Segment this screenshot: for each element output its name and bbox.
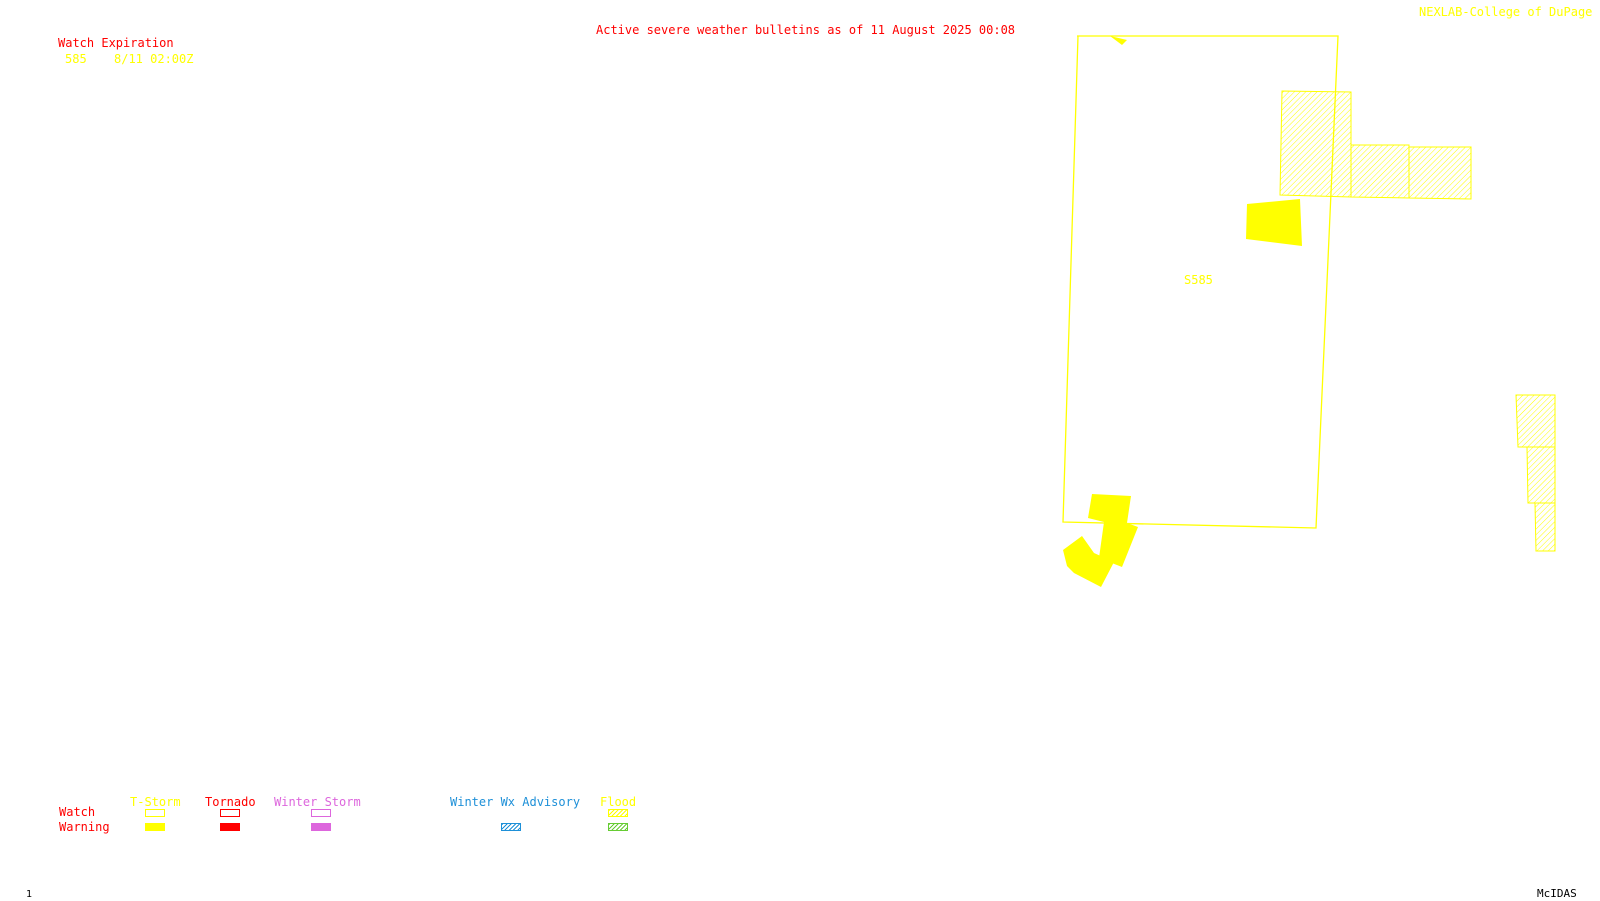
watch-number: 585 xyxy=(65,52,87,66)
legend-winter-storm-label: Winter Storm xyxy=(274,795,361,809)
flood-polygon xyxy=(1526,446,1556,504)
legend-tstorm-watch-swatch xyxy=(145,809,165,817)
legend-winter-storm-watch-swatch xyxy=(311,809,331,817)
watch-expiry-time: 8/11 02:00Z xyxy=(114,52,194,66)
legend-tstorm-warning-swatch xyxy=(145,823,165,831)
legend-winter-advisory-label: Winter Wx Advisory xyxy=(450,795,581,809)
legend-flood-label: Flood xyxy=(600,795,637,809)
software-label: McIDAS xyxy=(1537,887,1577,900)
legend-tstorm-label: T-Storm xyxy=(130,795,181,809)
flood-polygon xyxy=(1515,394,1556,448)
legend-watch-row-label: Watch xyxy=(59,805,96,819)
legend-warning-row-label: Warning xyxy=(59,820,110,834)
tstorm-warning-polygon xyxy=(1063,536,1114,587)
legend-winter-storm-warning-swatch xyxy=(311,823,331,831)
watch-expiration-heading: Watch Expiration xyxy=(58,36,174,50)
watch-id-label: S585 xyxy=(1184,273,1213,287)
tstorm-warning-polygon xyxy=(1110,36,1127,45)
map-title: Active severe weather bulletins as of 11… xyxy=(596,23,1016,37)
flood-polygon xyxy=(1350,144,1410,199)
tstorm-warning-polygon xyxy=(1246,199,1302,246)
legend-tornado-watch-swatch xyxy=(220,809,240,817)
tstorm-warning-polygon xyxy=(1088,494,1138,567)
legend-flood-watch-swatch xyxy=(608,809,628,817)
tstorm-watch-polygon xyxy=(1062,35,1339,529)
legend-tornado-label: Tornado xyxy=(205,795,256,809)
legend-winter-advisory-swatch xyxy=(501,823,521,831)
legend-flood-warning-swatch xyxy=(608,823,628,831)
flood-polygon xyxy=(1534,502,1556,552)
flood-polygon xyxy=(1279,90,1352,198)
flood-polygon xyxy=(1408,146,1472,200)
legend-tornado-warning-swatch xyxy=(220,823,240,831)
frame-number: 1 xyxy=(26,889,33,900)
